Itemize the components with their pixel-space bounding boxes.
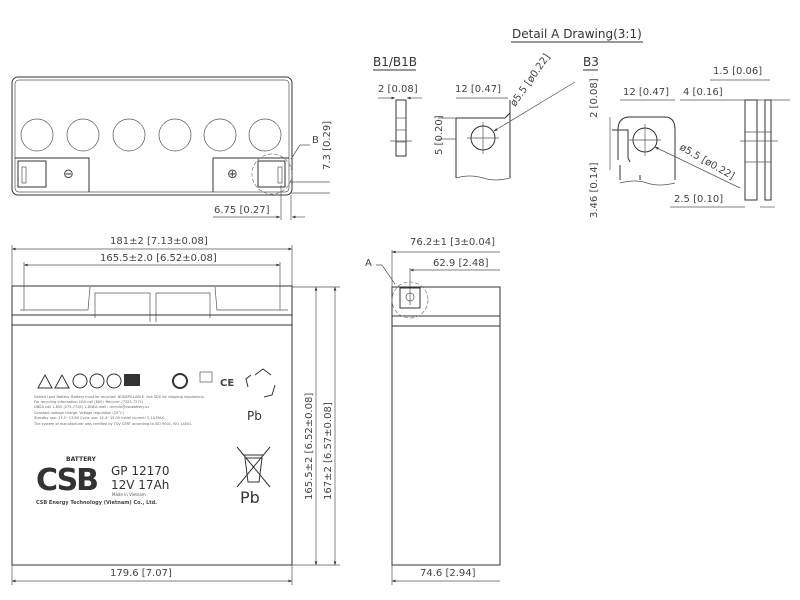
svg-text:B1/B1B: B1/B1B [373,55,417,69]
svg-text:12 [0.47]: 12 [0.47] [455,84,501,95]
label-fine-print: Sealed Lead Battery. Battery must be rec… [33,395,205,426]
svg-text:Sealed Lead Battery. Battery m: Sealed Lead Battery. Battery must be rec… [34,395,205,399]
svg-text:167±2 [6.57±0.08]: 167±2 [6.57±0.08] [323,402,334,500]
recycle-icon [245,368,276,398]
svg-text:5 [0.20]: 5 [0.20] [434,115,445,155]
svg-text:2 [0.08]: 2 [0.08] [589,78,600,118]
safety-icons: CE Pb [37,368,276,423]
svg-text:4 [0.16]: 4 [0.16] [683,87,723,98]
front-view: 181±2 [7.13±0.08] 165.5±2.0 [6.52±0.08] … [11,236,340,585]
svg-text:Constant voltage charge. Volta: Constant voltage charge. Voltage regulat… [34,411,124,415]
svg-text:Standby use: 13.5~13.8V Cycle: Standby use: 13.5~13.8V Cycle use: 14.4~… [34,416,165,420]
svg-text:B: B [312,135,319,146]
svg-text:The system of manufacturer was: The system of manufacturer was certified… [33,422,193,426]
svg-text:ø5.5 [ø0.22]: ø5.5 [ø0.22] [508,52,552,109]
svg-text:179.6 [7.07]: 179.6 [7.07] [110,568,172,579]
top-view: ⊖ ⊕ B 7.3 [0.29] 6.75 [0.27] [11,76,333,220]
svg-text:CSB Energy Technology (Vietnam: CSB Energy Technology (Vietnam) Co., Ltd… [36,500,157,506]
svg-text:CE: CE [220,378,234,389]
svg-text:Pb: Pb [240,488,260,507]
positive-terminal-icon: ⊕ [227,167,238,182]
svg-text:B3: B3 [583,55,599,69]
crossed-bin-icon [236,446,271,488]
svg-text:181±2 [7.13±0.08]: 181±2 [7.13±0.08] [110,236,208,247]
svg-text:76.2±1 [3±0.04]: 76.2±1 [3±0.04] [410,237,495,248]
svg-text:CSB: CSB [36,463,97,498]
svg-text:Detail A Drawing(3:1): Detail A Drawing(3:1) [512,27,642,41]
cell-caps [20,118,282,152]
detail-b3: B3 2 [0.08] 3.46 [0.14] 12 [0.47] 4 [0.1… [583,55,790,218]
csb-logo: BATTERY CSB [36,456,99,498]
detail-title: Detail A Drawing(3:1) [511,27,643,43]
negative-terminal-icon: ⊖ [63,167,74,182]
svg-text:7.3 [0.29]: 7.3 [0.29] [322,121,333,170]
svg-text:BATTERY: BATTERY [66,456,96,463]
svg-text:Pb: Pb [247,409,262,423]
svg-text:165.5±2.0 [6.52±0.08]: 165.5±2.0 [6.52±0.08] [100,253,217,264]
svg-text:62.9 [2.48]: 62.9 [2.48] [433,258,489,269]
side-view: 76.2±1 [3±0.04] 62.9 [2.48] A 74.6 [2.94… [365,237,501,585]
svg-text:For recycling information USA: For recycling information USA call (800)… [34,400,144,404]
svg-text:3.46 [0.14]: 3.46 [0.14] [589,162,600,218]
svg-text:12 [0.47]: 12 [0.47] [623,87,669,98]
svg-text:GP 12170: GP 12170 [111,464,170,478]
svg-text:1.5 [0.06]: 1.5 [0.06] [713,66,762,77]
svg-text:74.6 [2.94]: 74.6 [2.94] [420,568,476,579]
svg-text:Made in Vietnam: Made in Vietnam [112,492,146,497]
detail-b1: B1/B1B 2 [0.08] 12 [0.47] 5 [0.20] ø5.5 … [373,52,576,181]
svg-text:A: A [365,258,372,269]
svg-text:6.75 [0.27]: 6.75 [0.27] [214,205,270,216]
svg-text:12V 17Ah: 12V 17Ah [111,478,169,492]
svg-text:2 [0.08]: 2 [0.08] [378,84,418,95]
svg-text:2.5 [0.10]: 2.5 [0.10] [674,194,723,205]
svg-text:165.5±2 [6.52±0.08]: 165.5±2 [6.52±0.08] [304,393,315,500]
svg-text:DNEA call 1-800 (275-7726) 1-: DNEA call 1-800 (275-7726) 1-DNEA mail :… [34,405,149,409]
